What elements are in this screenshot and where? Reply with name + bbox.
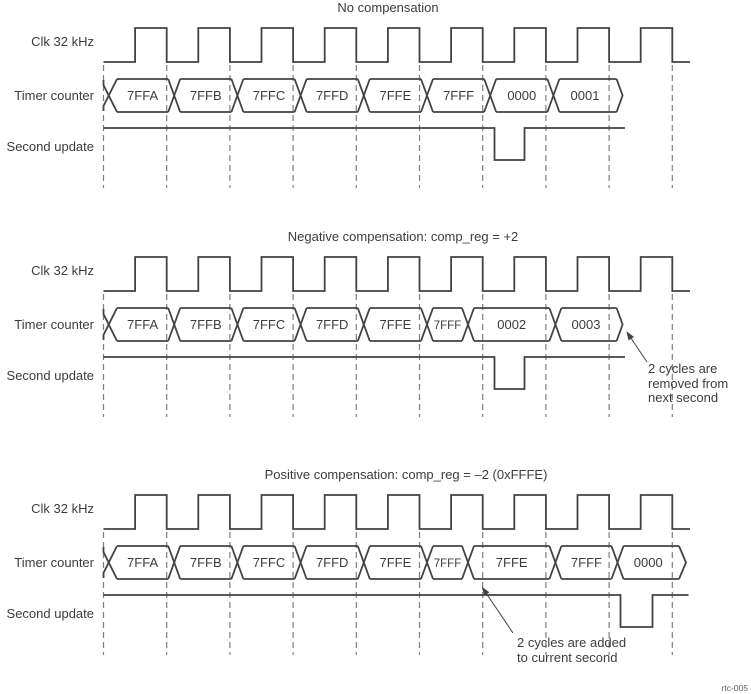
bus-value-label: 7FFA xyxy=(127,555,158,570)
row-label-timer-counter: Timer counter xyxy=(14,316,94,332)
second-update-waveform xyxy=(103,594,689,628)
timing-diagram-3: 7FFA 7FFB 7FFC 7FFD 7FFE 7FFF 7FFE 7FFF 0000 xyxy=(102,494,690,655)
bus-value-label: 7FFC xyxy=(253,88,286,103)
bus-lead-in xyxy=(102,78,118,111)
bus-crossing xyxy=(230,78,245,113)
bus-value-label: 0000 xyxy=(634,555,663,570)
bus-crossing xyxy=(356,545,371,580)
annotation-text-line: removed from xyxy=(648,375,729,391)
bus-value-label: 7FFF xyxy=(434,320,461,332)
bus-value-label: 7FFB xyxy=(190,88,222,103)
diagram-title: Positive compensation: comp_reg = –2 (0x… xyxy=(264,467,548,482)
bus-crossing xyxy=(230,307,245,342)
clk-32khz-waveform xyxy=(103,494,690,530)
annotation-text-line: 2 cycles are added xyxy=(517,635,627,650)
bus-lead-in xyxy=(102,80,118,113)
bus-crossing xyxy=(548,545,563,580)
bus-closing-tip xyxy=(615,78,624,113)
bus-value-label: 7FFD xyxy=(316,317,349,332)
annotation-text-line: 2 cycles are xyxy=(648,361,718,376)
bus-value-label: 7FFA xyxy=(127,88,158,103)
bus-value-label: 7FFE xyxy=(380,317,412,332)
bus-value-label: 7FFF xyxy=(434,558,461,570)
bus-crossing xyxy=(167,545,182,580)
bus-crossing xyxy=(546,78,561,113)
row-label-second-update: Second update xyxy=(6,368,94,383)
timing-diagram-2: 7FFA 7FFB 7FFC 7FFD 7FFE 7FFF 0002 0003 xyxy=(102,256,690,417)
clk-32khz-waveform xyxy=(103,27,690,63)
bus-crossing xyxy=(167,307,182,342)
annotation-arrowhead-icon xyxy=(626,331,634,341)
bus-value-label: 7FFA xyxy=(127,317,158,332)
annotation-text-line: next second xyxy=(648,390,719,405)
second-update-waveform xyxy=(103,356,625,390)
bus-lead-in xyxy=(102,545,118,578)
bus-crossing xyxy=(483,78,498,113)
bus-value-label: 7FFF xyxy=(571,555,602,570)
bus-crossing xyxy=(610,545,625,580)
row-label-second-update: Second update xyxy=(6,139,94,154)
timer-counter-bus xyxy=(102,307,624,342)
bus-crossing xyxy=(230,545,245,580)
bus-crossing xyxy=(420,545,434,580)
bus-value-label: 7FFE xyxy=(496,555,528,570)
bus-crossing xyxy=(293,307,308,342)
bus-value-label: 7FFC xyxy=(253,317,286,332)
timing-diagram-1: 7FFA 7FFB 7FFC 7FFD 7FFE 7FFF 0000 0001 xyxy=(102,27,690,188)
bus-value-label: 0000 xyxy=(507,88,536,103)
bus-lead-in xyxy=(102,307,118,340)
annotation-text-line: to current second xyxy=(517,650,618,665)
annotation-arrowhead-icon xyxy=(481,586,490,596)
annotation-arrow-line xyxy=(483,589,514,634)
bus-value-label: 7FFD xyxy=(316,88,349,103)
bus-value-label: 0002 xyxy=(497,317,526,332)
bus-crossing xyxy=(420,78,434,113)
annotation-arrow-line xyxy=(628,334,648,363)
bus-value-label: 7FFD xyxy=(316,555,349,570)
bus-closing-tip xyxy=(678,545,687,580)
bus-value-label: 7FFB xyxy=(190,317,222,332)
bus-crossing xyxy=(461,307,475,342)
bus-value-label: 7FFC xyxy=(253,555,286,570)
clk-32khz-waveform xyxy=(103,256,690,292)
bus-crossing xyxy=(167,78,182,113)
row-label-clk-32khz: Clk 32 kHz xyxy=(31,34,94,49)
diagram-title: Negative compensation: comp_reg = +2 xyxy=(287,229,519,244)
bus-value-label: 7FFE xyxy=(380,555,412,570)
bus-value-label: 0001 xyxy=(571,88,600,103)
row-label-second-update: Second update xyxy=(6,606,94,621)
figure-id: rtc-005 xyxy=(721,683,748,693)
row-label-clk-32khz: Clk 32 kHz xyxy=(31,501,94,516)
row-label-timer-counter: Timer counter xyxy=(14,87,94,103)
bus-crossing xyxy=(420,307,434,342)
bus-crossing xyxy=(293,545,308,580)
second-update-waveform xyxy=(103,127,625,161)
bus-lead-in xyxy=(102,309,118,342)
timer-counter-bus xyxy=(102,545,687,580)
bus-value-label: 7FFB xyxy=(190,555,222,570)
bus-value-label: 7FFE xyxy=(380,88,412,103)
bus-crossing xyxy=(356,307,371,342)
diagram-title: No compensation xyxy=(337,0,439,15)
row-label-clk-32khz: Clk 32 kHz xyxy=(31,263,94,278)
bus-crossing xyxy=(356,78,371,113)
bus-crossing xyxy=(548,307,563,342)
row-label-timer-counter: Timer counter xyxy=(14,554,94,570)
bus-value-label: 7FFF xyxy=(443,88,474,103)
bus-lead-in xyxy=(102,547,118,580)
bus-crossing xyxy=(293,78,308,113)
bus-closing-tip xyxy=(615,307,624,342)
bus-value-label: 0003 xyxy=(572,317,601,332)
timer-counter-bus xyxy=(102,78,624,113)
bus-crossing xyxy=(461,545,475,580)
